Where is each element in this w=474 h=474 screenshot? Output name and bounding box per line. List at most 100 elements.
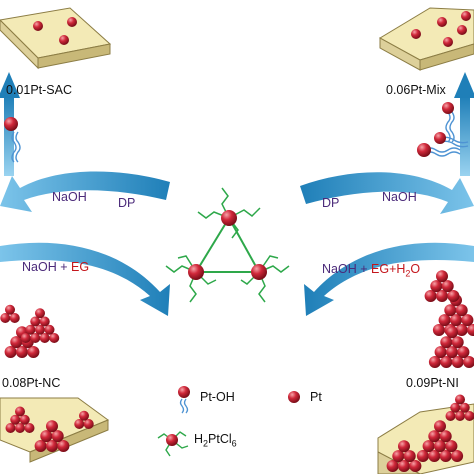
pt-particle xyxy=(439,450,452,462)
pt-particle xyxy=(463,356,474,368)
legend-pt-icon xyxy=(288,391,300,403)
pt-particle xyxy=(422,440,435,453)
pt-particle xyxy=(445,440,458,453)
pt-particle xyxy=(445,411,456,421)
pt-particle xyxy=(20,333,31,343)
pt-particle xyxy=(447,290,460,302)
pt-particle xyxy=(386,460,399,472)
reagent-lower-left: NaOH + EG xyxy=(22,260,89,274)
curved-arrow-lower-right xyxy=(304,242,474,316)
pt-particle xyxy=(15,406,25,417)
legend-pt-oh-icon xyxy=(178,386,190,414)
pt-particle xyxy=(446,346,458,359)
pt-particle xyxy=(30,333,41,343)
support-plate-top-left xyxy=(0,7,112,70)
sample-label-bottom-right: 0.09Pt-NI xyxy=(406,376,459,390)
pt-particle xyxy=(0,313,11,323)
pt-particle xyxy=(79,410,89,421)
pt-particle xyxy=(398,460,410,472)
up-arrow-left xyxy=(0,72,20,176)
pt-particle xyxy=(457,346,470,359)
pt-particle xyxy=(428,450,441,462)
pt-particle xyxy=(444,304,457,317)
pt-particle xyxy=(434,440,446,453)
pt-particle xyxy=(428,430,441,443)
reagent-lower-left-additive: EG xyxy=(71,260,90,274)
sample-label-top-left: 0.01Pt-SAC xyxy=(6,83,73,97)
pt-particle xyxy=(39,333,50,343)
pt-particle xyxy=(44,324,55,335)
pt-particle xyxy=(440,336,453,349)
pt-particle xyxy=(51,430,64,443)
pt-particle xyxy=(464,411,474,421)
reagent-upper-left-a: NaOH xyxy=(52,190,87,204)
pt-particle xyxy=(461,314,474,327)
legend-precursor-icon xyxy=(157,431,189,457)
pt-particle xyxy=(19,414,30,425)
pt-particle xyxy=(25,324,36,335)
pt-particle xyxy=(24,423,35,433)
pt-particle xyxy=(451,450,464,462)
pt-particle xyxy=(9,313,20,323)
pt-particle xyxy=(451,356,464,368)
pt-particle xyxy=(27,346,40,358)
pt-particle xyxy=(34,440,47,452)
pt-particle xyxy=(40,430,53,443)
pt-particle xyxy=(455,304,468,317)
curved-arrow-lower-left xyxy=(0,242,170,316)
pt-particle xyxy=(450,402,461,413)
pt-particle xyxy=(35,324,45,335)
pt-particle xyxy=(446,326,458,339)
pt-particle xyxy=(46,420,58,433)
pt-cluster-left xyxy=(0,304,94,452)
pt-particle xyxy=(451,336,464,349)
pt-particle xyxy=(49,333,60,343)
sample-label-top-right: 0.06Pt-Mix xyxy=(386,83,446,97)
pt-particle xyxy=(434,346,447,359)
legend-precursor-label: H2PtCl6 xyxy=(194,432,237,449)
pt-particle xyxy=(441,280,454,293)
pt-particle xyxy=(16,346,28,358)
pt-particle xyxy=(455,394,465,405)
pt-particle xyxy=(434,420,446,433)
reagent-upper-right-a: DP xyxy=(322,196,340,210)
pt-particle xyxy=(10,414,21,425)
pt-particle xyxy=(39,316,50,327)
pt-particle xyxy=(439,430,452,443)
pt-particle xyxy=(416,450,429,462)
particles-top-left-plate xyxy=(33,17,77,45)
pt-cluster-right xyxy=(386,270,474,472)
reagent-lower-right-base: NaOH xyxy=(322,262,357,276)
reagent-upper-right-b: NaOH xyxy=(382,190,417,204)
reagent-upper-left-b: DP xyxy=(118,196,136,210)
pt-particle xyxy=(455,411,465,421)
pt-particle xyxy=(428,356,441,368)
pt-particle xyxy=(74,419,85,429)
pt-particle xyxy=(392,450,405,463)
pt-particle xyxy=(10,336,23,349)
pt-particle xyxy=(83,419,94,429)
legend-pt-label: Pt xyxy=(310,390,322,404)
pt-particle xyxy=(398,440,410,453)
pt-particle xyxy=(403,450,416,463)
pt-particle xyxy=(57,440,70,452)
reagent-lower-left-plus: + xyxy=(60,260,68,274)
pt-particle xyxy=(440,356,453,368)
reagent-lower-right-additive: EG+H2O xyxy=(371,262,421,279)
pt-particle xyxy=(455,324,468,336)
pt-particle xyxy=(424,290,437,302)
pt-particle xyxy=(436,290,448,302)
pt-particle xyxy=(46,440,58,452)
pt-particle xyxy=(436,270,448,283)
up-arrow-right xyxy=(454,72,474,176)
pt-particle xyxy=(438,314,451,327)
support-plate-top-right xyxy=(378,7,474,71)
pt-particle xyxy=(5,304,15,315)
precursor-triangle xyxy=(165,187,290,303)
pt-oh-single-left xyxy=(4,117,21,163)
pt-particle xyxy=(30,316,41,327)
pt-particle xyxy=(432,324,445,336)
sample-label-bottom-left: 0.08Pt-NC xyxy=(2,376,61,390)
curved-arrow-upper-left xyxy=(0,171,170,212)
